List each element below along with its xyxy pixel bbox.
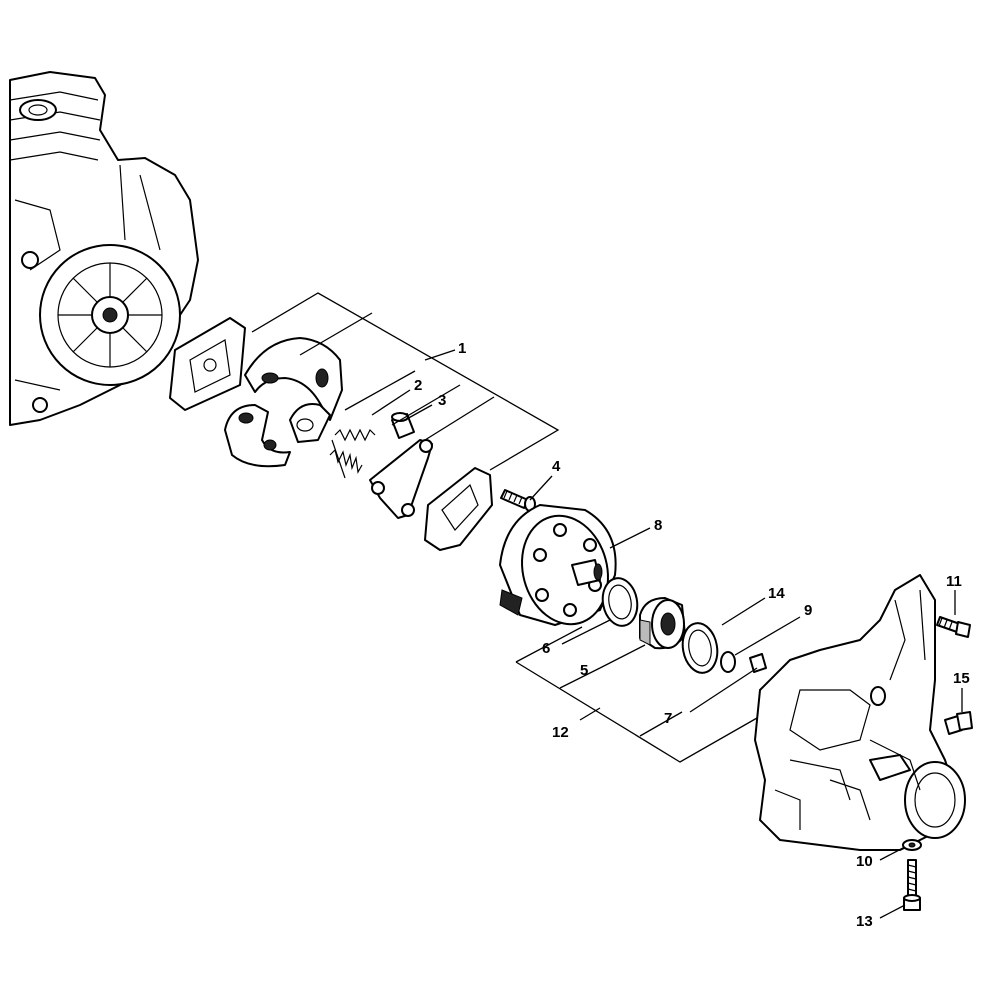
callout-6: 6 bbox=[542, 640, 550, 657]
callout-15: 15 bbox=[953, 670, 970, 687]
callout-2: 2 bbox=[414, 377, 422, 394]
callout-9: 9 bbox=[804, 602, 812, 619]
callout-1: 1 bbox=[458, 340, 466, 357]
callout-7: 7 bbox=[664, 710, 672, 727]
clutch-shoe-upper bbox=[244, 337, 343, 421]
callout-5: 5 bbox=[580, 662, 588, 679]
callout-12: 12 bbox=[552, 724, 569, 741]
sleeve bbox=[391, 412, 415, 439]
clutch-washer-plate bbox=[169, 317, 246, 411]
retaining-ring-6 bbox=[601, 577, 639, 627]
sleeve-7 bbox=[749, 653, 767, 673]
clutch-drum bbox=[499, 504, 617, 626]
screw-11 bbox=[936, 616, 971, 638]
clutch-spring bbox=[329, 428, 376, 479]
bolt-13 bbox=[903, 859, 921, 911]
callout-13: 13 bbox=[856, 913, 873, 930]
screw-15 bbox=[944, 711, 973, 735]
clutch-shoe-right bbox=[289, 403, 331, 443]
callout-11: 11 bbox=[946, 573, 962, 590]
callout-14: 14 bbox=[768, 585, 785, 602]
clutch-shoe-lower bbox=[224, 404, 291, 468]
screw-4 bbox=[500, 489, 536, 512]
callout-4: 4 bbox=[552, 458, 561, 475]
callout-labels: 1 2 3 4 5 6 7 8 9 10 11 12 13 14 15 bbox=[414, 340, 970, 930]
ball-bearing bbox=[639, 597, 686, 650]
washer-10 bbox=[902, 839, 922, 851]
small-ring-9 bbox=[720, 651, 736, 673]
leader-lines bbox=[251, 292, 963, 919]
engine-crankcase bbox=[9, 71, 199, 426]
clutch-housing bbox=[754, 574, 966, 851]
callout-3: 3 bbox=[438, 392, 446, 409]
carrier-plate bbox=[369, 439, 433, 519]
clutch-washer-plate-2 bbox=[424, 467, 493, 551]
callout-8: 8 bbox=[654, 517, 662, 534]
callout-10: 10 bbox=[856, 853, 873, 870]
retaining-ring-14 bbox=[681, 622, 719, 674]
